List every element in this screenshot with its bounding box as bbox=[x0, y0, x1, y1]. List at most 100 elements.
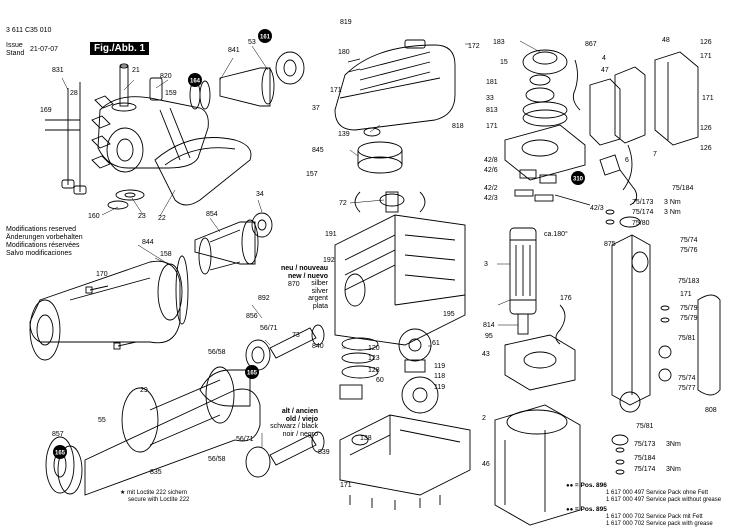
part-number-label: 75/79 bbox=[680, 305, 698, 312]
part-number-label: 180 bbox=[338, 49, 350, 56]
part-number-label: 6 bbox=[625, 157, 629, 164]
svg-text:164: 164 bbox=[190, 78, 201, 84]
cable-867 bbox=[572, 59, 581, 111]
part-number-label: 75/74 bbox=[678, 375, 696, 382]
gears-840 bbox=[339, 328, 439, 414]
part-number-label: 870 bbox=[288, 281, 300, 288]
angle-label: ca.180° bbox=[544, 230, 568, 238]
part-number-label: 56/58 bbox=[208, 456, 226, 463]
part-number-label: 831 bbox=[52, 67, 64, 74]
new-line4: silver bbox=[311, 287, 328, 295]
part-badge: 164 bbox=[188, 73, 202, 87]
part-number-label: 138 bbox=[360, 435, 372, 442]
old-line1: alt / ancien bbox=[281, 408, 318, 415]
part-number-label: 28 bbox=[70, 90, 78, 97]
legend-row-895: ●● = Pos. 895 bbox=[566, 506, 721, 514]
part-number-label: 181 bbox=[486, 79, 498, 86]
part-number-label: 856 bbox=[246, 313, 258, 320]
new-line2: new / nuevo bbox=[287, 272, 328, 280]
svg-text:161: 161 bbox=[260, 34, 271, 40]
part-number-label: 75/77 bbox=[678, 385, 696, 392]
part-number-label: 157 bbox=[306, 171, 318, 178]
part-number-label: 118 bbox=[434, 373, 445, 380]
new-line1: neu / nouveau bbox=[280, 265, 328, 272]
part-number-label: 171 bbox=[702, 95, 714, 102]
part-number-label: 814 bbox=[483, 322, 495, 329]
part-badge: 165 bbox=[53, 445, 67, 459]
part-number-label: 813 bbox=[486, 107, 498, 114]
part-number-label: 172 bbox=[468, 43, 480, 50]
part-number-label: 48 bbox=[662, 37, 670, 44]
torque-label: 3 Nm bbox=[664, 199, 681, 206]
crank-72 bbox=[354, 191, 426, 213]
loctite-line2: secure with Loctite 222 bbox=[128, 497, 190, 503]
part-number-label: 4 bbox=[602, 55, 606, 62]
part-number-label: 195 bbox=[443, 311, 455, 318]
part-number-label: 21 bbox=[132, 67, 140, 74]
svg-text:165: 165 bbox=[247, 370, 258, 376]
part-number-label: 176 bbox=[560, 295, 572, 302]
part-number-label: 139 bbox=[338, 131, 350, 138]
part-number-label: 171 bbox=[680, 291, 692, 298]
part-number-label: 867 bbox=[585, 41, 597, 48]
part-number-label: 158 bbox=[160, 251, 172, 258]
torque-label: 3 Nm bbox=[664, 209, 681, 216]
part-badge: 310 bbox=[571, 171, 585, 185]
part-number-label: 75/183 bbox=[678, 278, 700, 285]
part-number-label: 72 bbox=[339, 200, 347, 207]
part-number-label: 75/174 bbox=[634, 466, 656, 473]
new-line6: plata bbox=[312, 302, 328, 310]
legend-dot-icon: ●● bbox=[566, 507, 574, 513]
part-number-label: 53 bbox=[248, 39, 256, 46]
part-number-label: 171 bbox=[340, 482, 352, 489]
plug-6 bbox=[599, 154, 638, 206]
part-number-label: 819 bbox=[340, 19, 352, 26]
screws-75 bbox=[605, 209, 672, 475]
part-number-label: 844 bbox=[142, 239, 154, 246]
note-line: Änderungen vorbehalten bbox=[6, 234, 83, 241]
note-line: Salvo modificaciones bbox=[6, 250, 72, 257]
loctite-note: ★ mit Loctite 222 sichern secure with Lo… bbox=[120, 490, 189, 504]
part-number-label: 42/8 bbox=[484, 157, 498, 164]
svg-text:165: 165 bbox=[55, 450, 66, 456]
torque-label: 3Nm bbox=[666, 441, 681, 448]
cable-176 bbox=[555, 304, 566, 345]
part-number-label: 46 bbox=[482, 461, 490, 468]
part-number-label: 857 bbox=[52, 431, 64, 438]
fan-15 bbox=[522, 49, 568, 75]
figure-label: Fig./Abb. 1 bbox=[90, 42, 150, 55]
top-cover-37 bbox=[334, 39, 456, 131]
part-number-label: 171 bbox=[330, 87, 342, 94]
part-number-label: 15 bbox=[500, 59, 508, 66]
new-version-label: neu / nouveau new / nuevo silber silver … bbox=[240, 265, 328, 310]
badge-layer: 161 164 165 165 310 bbox=[53, 29, 585, 459]
part-number-label: 60 bbox=[376, 377, 384, 384]
part-number-label: 160 bbox=[88, 213, 100, 220]
handle-22 bbox=[154, 137, 252, 206]
cable-47 bbox=[614, 66, 646, 191]
part-number-label: 47 bbox=[601, 67, 609, 74]
part-number-label: 119 bbox=[434, 363, 445, 370]
issue-label: Issue bbox=[6, 42, 23, 49]
cover-139 bbox=[357, 127, 403, 174]
note-line: Modifications reserved bbox=[6, 226, 77, 233]
part-number-label: 818 bbox=[452, 123, 464, 130]
part-number-label: 3 bbox=[484, 261, 488, 268]
old-line3: schwarz / black bbox=[270, 423, 318, 430]
part-number-label: 120 bbox=[368, 345, 380, 352]
new-line3: silber bbox=[311, 280, 328, 287]
part-number-label: 75/184 bbox=[672, 185, 694, 192]
part-number-label: 42/3 bbox=[590, 205, 604, 212]
field-43 bbox=[504, 334, 576, 391]
loctite-line1: ★ mit Loctite 222 sichern bbox=[120, 490, 188, 496]
part-number-label: 171 bbox=[486, 123, 498, 130]
part-number-label: 159 bbox=[165, 90, 177, 97]
part-number-label: 123 bbox=[368, 355, 380, 362]
old-version-label: alt / ancien old / viejo schwarz / black… bbox=[232, 408, 318, 438]
part-number-label: 55 bbox=[98, 417, 106, 424]
part-number-label: 126 bbox=[700, 125, 712, 132]
legend-key: = Pos. 896 bbox=[574, 482, 607, 489]
part-number-label: 170 bbox=[96, 271, 108, 278]
part-number-label: 75/76 bbox=[680, 247, 698, 254]
